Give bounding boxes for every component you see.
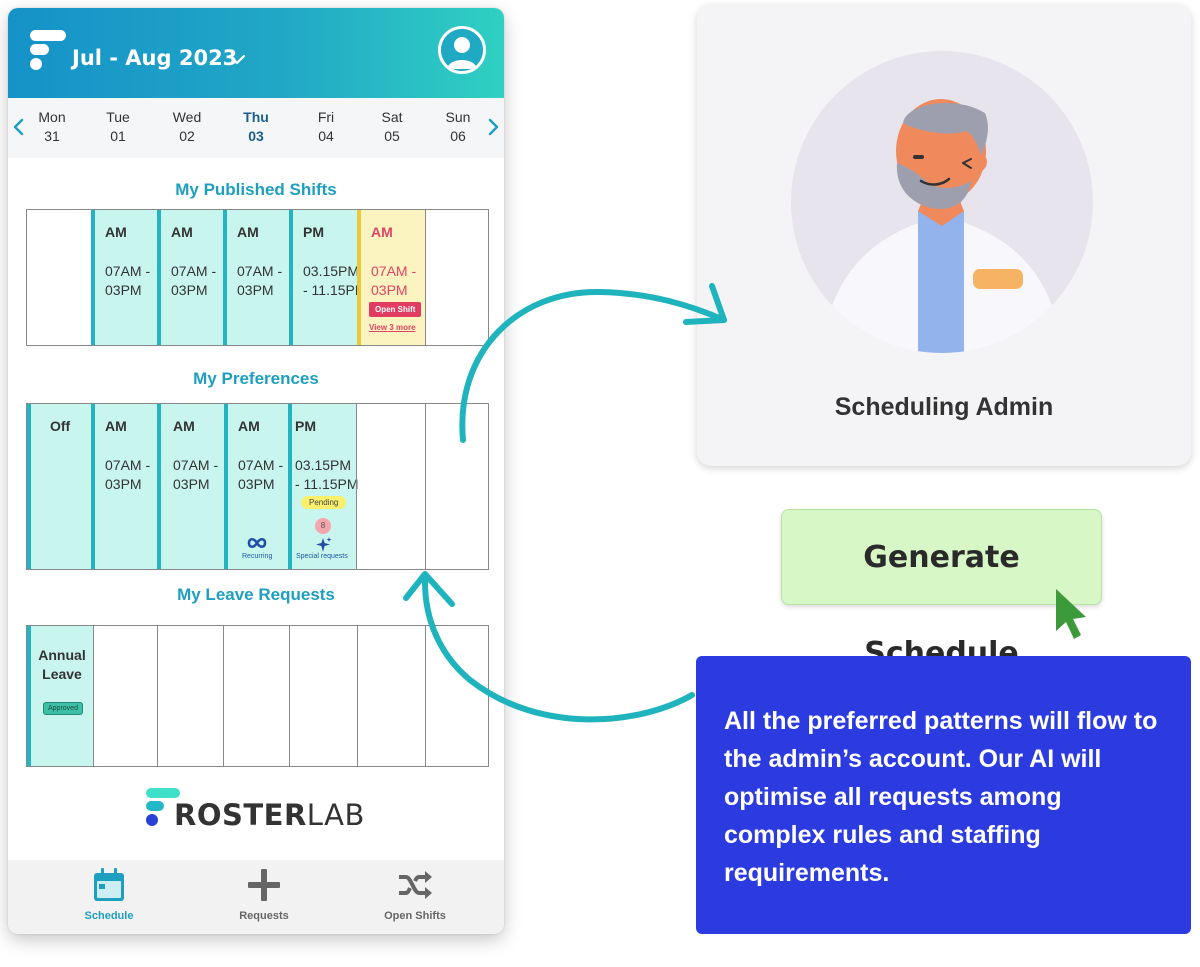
preference-cell[interactable]: AM 07AM - 03PM [157, 404, 224, 569]
cursor-arrow-icon [1056, 589, 1086, 639]
preference-cell-empty[interactable] [356, 404, 425, 569]
sparkle-icon [316, 537, 332, 552]
preference-cell-special[interactable]: PM 03.15PM - 11.15PM Pending 8 Special r… [288, 404, 359, 569]
admin-avatar-illustration [791, 51, 1093, 353]
approved-badge: Approved [43, 702, 83, 715]
leave-type-label: Annual Leave [38, 647, 86, 682]
profile-avatar-button[interactable] [438, 26, 486, 74]
infinity-icon [247, 537, 267, 549]
info-callout: All the preferred patterns will flow to … [696, 656, 1191, 934]
brand-wordmark: ROSTERLAB [174, 798, 365, 832]
admin-card: Scheduling Admin [697, 5, 1191, 466]
shift-cell-open[interactable]: AM 07AM - 03PM Open Shift View 3 more [357, 210, 425, 345]
preferences-grid: Off AM 07AM - 03PM AM 07AM - 03PM AM 07A… [26, 403, 489, 570]
calendar-icon [94, 868, 124, 901]
leave-cell-empty[interactable] [157, 626, 223, 766]
leave-cell-empty[interactable] [357, 626, 425, 766]
rosterlab-logo-icon [30, 30, 70, 70]
pending-badge: Pending [301, 496, 347, 509]
nav-open-shifts[interactable]: Open Shifts [355, 868, 475, 922]
open-shift-badge: Open Shift [369, 302, 422, 317]
shift-cell[interactable]: PM 03.15PM - 11.15PM [289, 210, 367, 345]
preference-cell-off[interactable]: Off [27, 404, 91, 569]
leave-cell-empty[interactable] [289, 626, 357, 766]
leave-cell-empty[interactable] [93, 626, 157, 766]
leave-cell-empty[interactable] [223, 626, 289, 766]
chevron-right-icon[interactable] [486, 118, 500, 136]
recurring-label: Recurring [242, 553, 273, 560]
preference-cell-empty[interactable] [425, 404, 490, 569]
shift-cell[interactable]: AM 07AM - 03PM [91, 210, 157, 345]
info-text: All the preferred patterns will flow to … [724, 707, 1158, 887]
leave-cell-annual[interactable]: Annual Leave Approved [27, 626, 93, 766]
shift-cell-empty[interactable] [425, 210, 490, 345]
preference-cell[interactable]: AM 07AM - 03PM [91, 404, 157, 569]
shift-cell[interactable]: AM 07AM - 03PM [223, 210, 289, 345]
chevron-down-icon[interactable] [228, 52, 246, 66]
user-icon [441, 29, 483, 71]
view-more-link[interactable]: View 3 more [369, 323, 416, 332]
shift-cell[interactable]: AM 07AM - 03PM [157, 210, 223, 345]
preference-cell-recurring[interactable]: AM 07AM - 03PM Recurring [224, 404, 288, 569]
published-shifts-grid: AM 07AM - 03PM AM 07AM - 03PM AM 07AM - … [26, 209, 489, 346]
leave-cell-empty[interactable] [425, 626, 490, 766]
shift-cell-empty[interactable] [27, 210, 91, 345]
section-title-published: My Published Shifts [175, 180, 337, 199]
request-count-badge: 8 [315, 518, 331, 534]
plus-icon [248, 869, 280, 901]
section-title-preferences: My Preferences [193, 369, 319, 388]
rosterlab-brand: ROSTERLAB [146, 788, 376, 832]
rosterlab-logo-icon [146, 788, 180, 826]
month-selector-label[interactable]: Jul - Aug 2023 [72, 46, 238, 70]
app-header: Jul - Aug 2023 [8, 8, 504, 98]
special-requests-label: Special requests [296, 553, 348, 560]
bottom-nav: Schedule Requests Open Shifts [8, 860, 504, 934]
shuffle-icon [399, 871, 432, 899]
leave-requests-grid: Annual Leave Approved [26, 625, 489, 767]
nav-schedule[interactable]: Schedule [49, 868, 169, 922]
admin-title: Scheduling Admin [834, 393, 1054, 421]
section-title-leave: My Leave Requests [177, 585, 335, 604]
chevron-left-icon[interactable] [12, 118, 26, 136]
nav-requests[interactable]: Requests [204, 868, 324, 922]
